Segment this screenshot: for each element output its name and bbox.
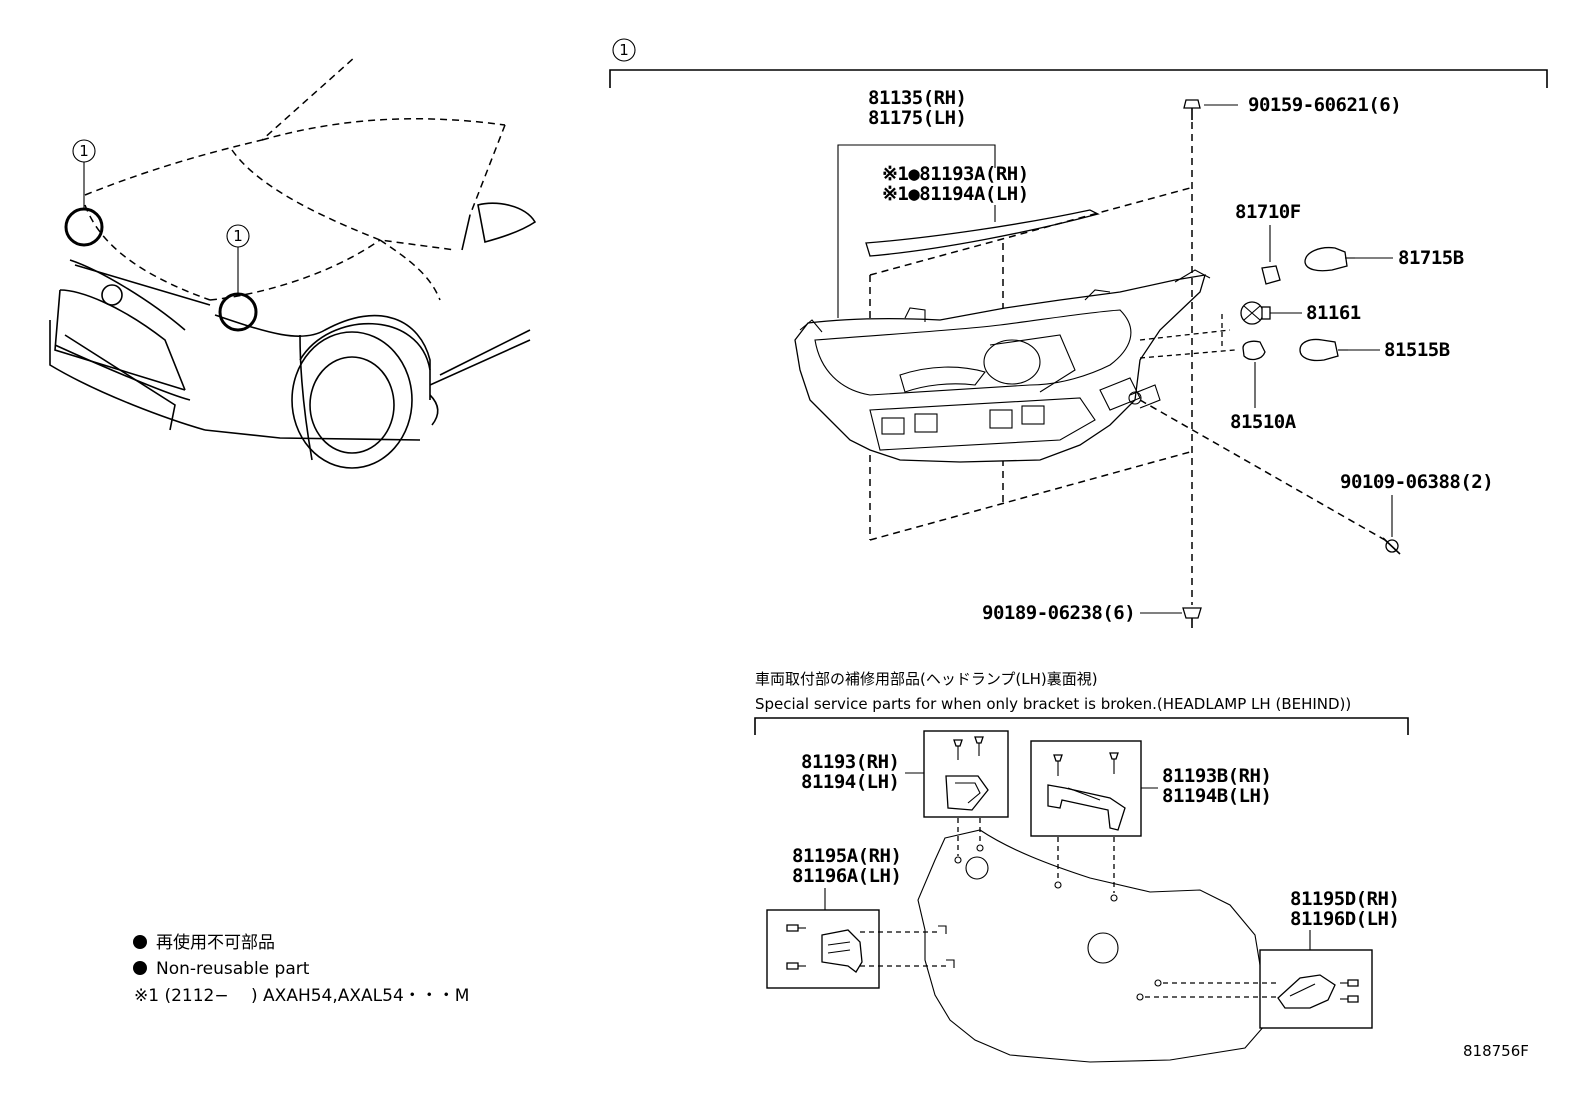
service-title-en: Special service parts for when only brac…	[755, 695, 1351, 713]
bulb-81710F	[1261, 265, 1281, 285]
label-90109: 90109-06388(2)	[1340, 471, 1493, 493]
label-81195A: 81195A(RH)	[792, 845, 901, 867]
label-81196D: 81196D(LH)	[1290, 908, 1399, 930]
headlamp-back-outline	[917, 829, 1276, 1063]
bulb-81510A	[1242, 340, 1266, 361]
label-90159: 90159-60621(6)	[1248, 94, 1401, 116]
label-81194A: ※1●81194A(LH)	[882, 183, 1029, 205]
socket-81715B	[1304, 246, 1355, 272]
nonreusable-dot-en	[133, 961, 147, 975]
lens-cover-strip	[865, 209, 1100, 257]
headlamp-assembly-section: 1 81135(RH) 81175(LH) ※1●81193A(RH) ※1●8…	[609, 38, 1548, 628]
label-81715B: 81715B	[1398, 247, 1464, 269]
callout-number-lh: 1	[233, 227, 243, 245]
label-81193: 81193(RH)	[801, 751, 899, 773]
headlamp-body	[794, 269, 1211, 463]
label-81194B: 81194B(LH)	[1162, 785, 1271, 807]
screw-side	[1382, 537, 1401, 555]
label-90189: 90189-06238(6)	[982, 602, 1135, 624]
label-81196A: 81196A(LH)	[792, 865, 901, 887]
legend-note-1: ※1 (2112− ) AXAH54,AXAL54・・・M	[134, 986, 469, 1006]
socket-81161	[1240, 301, 1271, 325]
label-81175: 81175(LH)	[868, 107, 966, 129]
service-title-ja: 車両取付部の補修用部品(ヘッドランプ(LH)裏面視)	[755, 670, 1098, 688]
legend-nonreusable-en: Non-reusable part	[156, 959, 310, 979]
legend: 再使用不可部品 Non-reusable part ※1 (2112− ) AX…	[133, 932, 469, 1006]
label-81193B: 81193B(RH)	[1162, 765, 1271, 787]
bracket-a	[945, 775, 989, 811]
diagram-code: 818756F	[1463, 1042, 1529, 1060]
screw-top	[1183, 99, 1201, 120]
label-81194: 81194(LH)	[801, 771, 899, 793]
socket-81515B	[1299, 338, 1348, 362]
label-81710F: 81710F	[1235, 201, 1301, 223]
nonreusable-dot-ja	[133, 935, 147, 949]
section-callout-number: 1	[619, 41, 629, 59]
label-81515B: 81515B	[1384, 339, 1450, 361]
service-parts-section: 車両取付部の補修用部品(ヘッドランプ(LH)裏面視) Special servi…	[754, 670, 1409, 1063]
label-81161: 81161	[1306, 302, 1361, 324]
label-81510A: 81510A	[1230, 411, 1297, 433]
legend-nonreusable-ja: 再使用不可部品	[156, 932, 275, 953]
vehicle-front-sketch: 1 1	[49, 56, 537, 469]
screw-bottom	[1182, 607, 1202, 628]
headlamp-highlight-lh	[218, 292, 258, 332]
label-81135: 81135(RH)	[868, 87, 966, 109]
label-81193A: ※1●81193A(RH)	[882, 163, 1029, 185]
callout-number-rh: 1	[79, 142, 89, 160]
bracket-d	[1277, 974, 1336, 1009]
label-81195D: 81195D(RH)	[1290, 888, 1399, 910]
bracket-b	[1047, 784, 1126, 831]
